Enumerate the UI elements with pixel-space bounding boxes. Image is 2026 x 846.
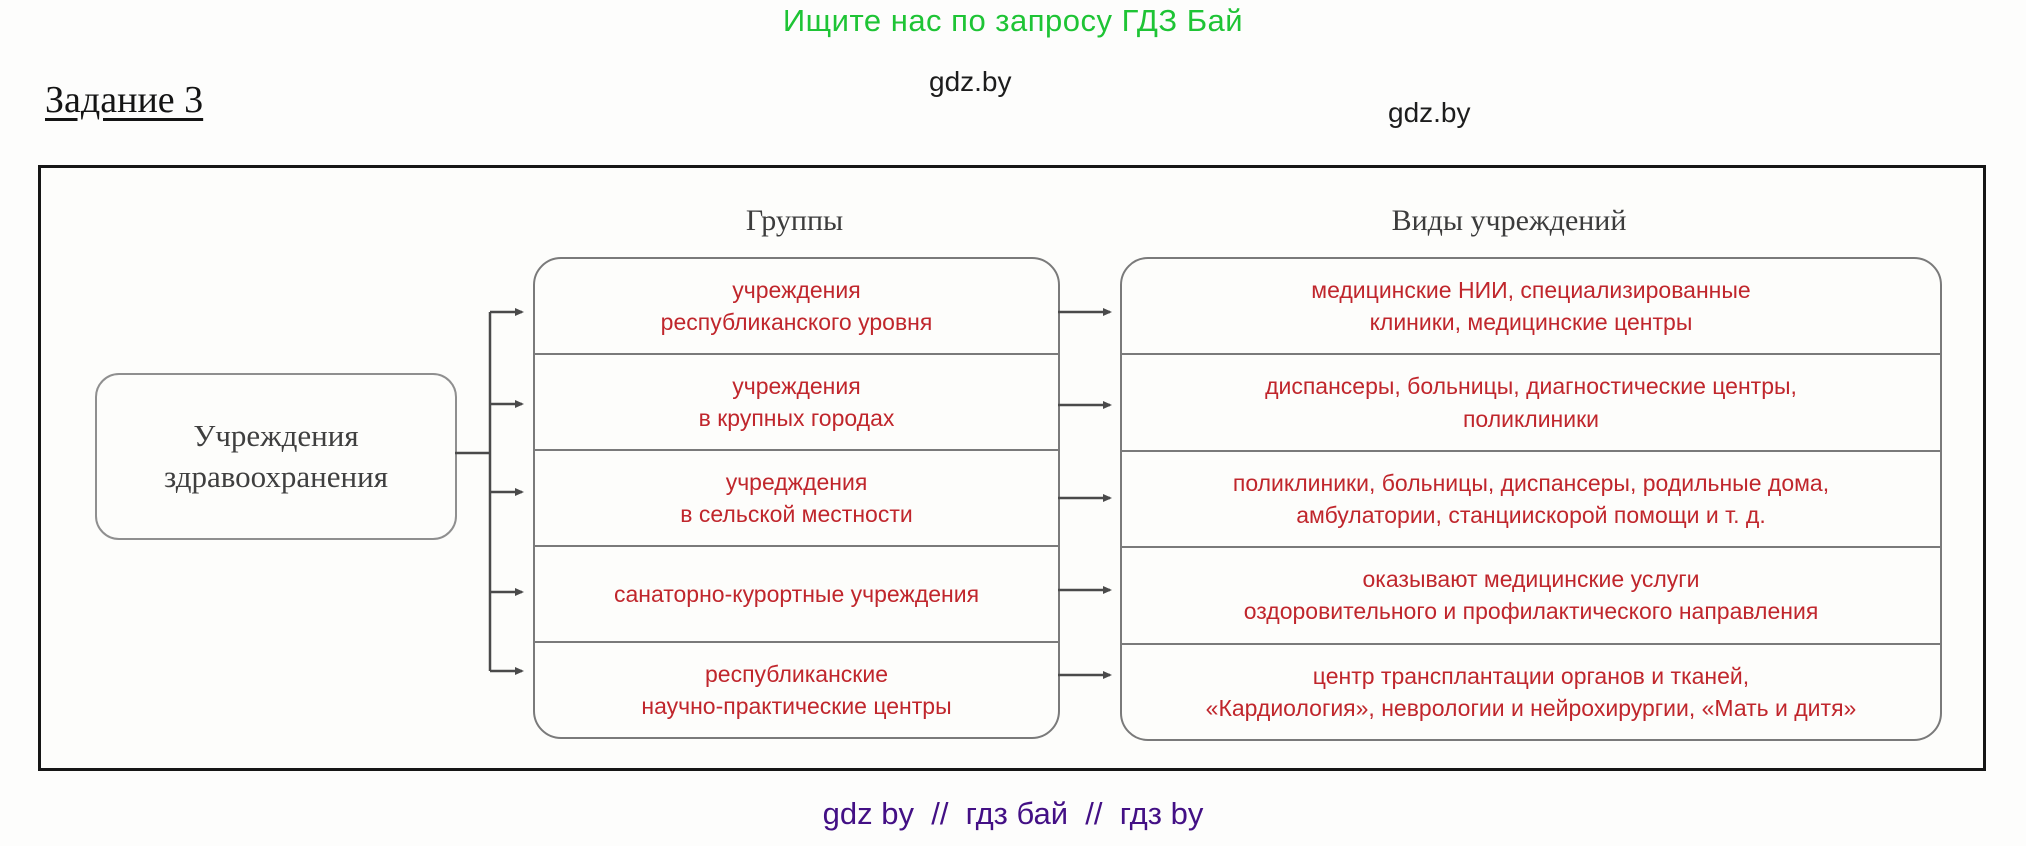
- groups-column-header: Группы: [745, 204, 844, 237]
- promo-banner-text: Ищите нас по запросу ГДЗ Бай: [782, 3, 1244, 38]
- group-cell-rural-areas: учредждения в сельской местности: [535, 451, 1058, 547]
- root-node-healthcare-institutions: Учреждения здравоохранения: [95, 373, 457, 540]
- type-cell-medical-research: медицинские НИИ, специализированные клин…: [1122, 259, 1940, 356]
- watermark-top-center: gdz.by: [929, 66, 1012, 97]
- footer-search-queries: gdz by // гдз бай // гдз by: [822, 796, 1204, 831]
- group-cell-large-cities: учреждения в крупных городах: [535, 355, 1058, 451]
- type-cell-transplant-centers: центр трансплантации органов и тканей, «…: [1205, 662, 1857, 721]
- types-column: медицинские НИИ, специализированные клин…: [1120, 257, 1942, 741]
- type-cell-polyclinics: поликлиники, больницы, диспансеры, родил…: [1122, 452, 1940, 549]
- type-cell-dispensaries: диспансеры, больницы, диагностические це…: [1122, 355, 1940, 452]
- group-cell-republican-level: учреждения республиканского уровня: [535, 259, 1058, 355]
- types-column-header: Виды учреждений: [1391, 204, 1627, 237]
- group-cell-scientific-centers: республиканские научно-практические цент…: [641, 660, 952, 719]
- watermark-top-right: gdz.by: [1388, 97, 1471, 128]
- type-cell-wellness-services: оказывают медицинские услуги оздоровител…: [1122, 548, 1940, 645]
- task-title: Задание 3: [45, 79, 204, 121]
- groups-column: учреждения республиканского уровня учреж…: [533, 257, 1060, 739]
- group-cell-sanatorium-resort: санаторно-курортные учреждения: [535, 547, 1058, 643]
